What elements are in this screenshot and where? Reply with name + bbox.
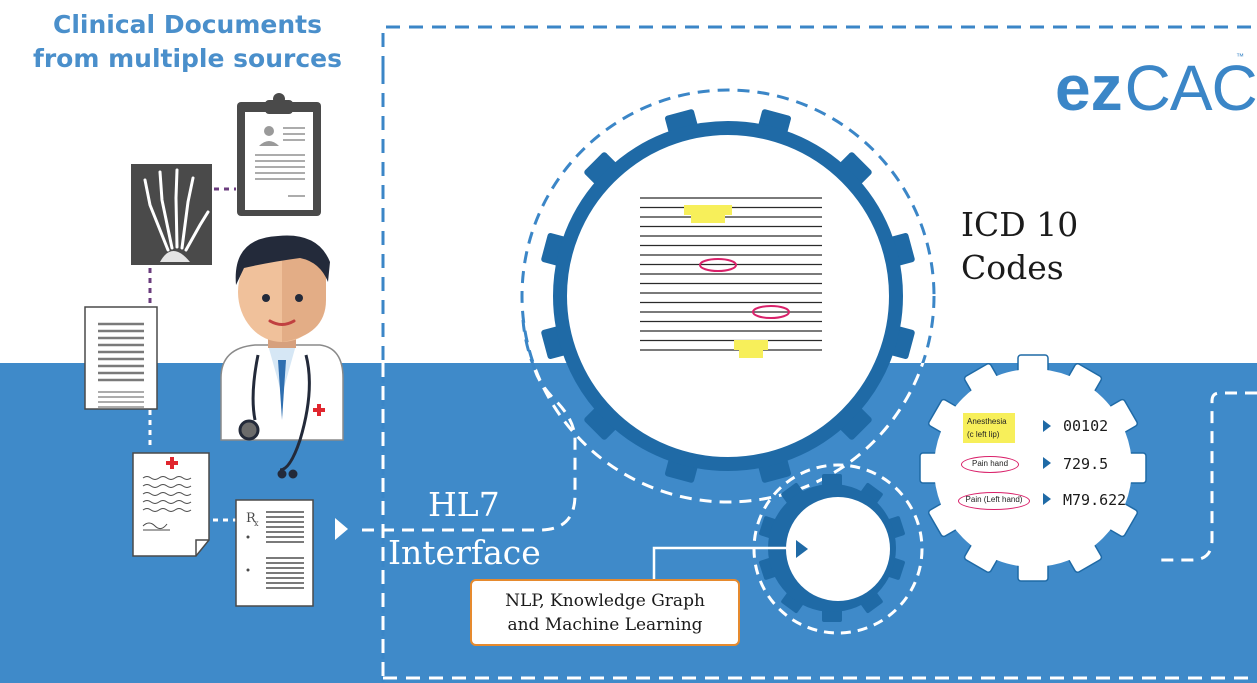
gear-tooth: [836, 404, 872, 440]
gear-tooth: [584, 152, 620, 188]
gear-tooth: [781, 483, 806, 507]
nlp-box: NLP, Knowledge Graph and Machine Learnin…: [470, 579, 740, 646]
code-value-m79-622: M79.622: [1063, 491, 1127, 509]
large-gear-icon: [520, 88, 936, 504]
document-highlights: [684, 205, 790, 358]
gear-tooth: [858, 483, 883, 507]
hl7-label: HL7: [428, 485, 500, 524]
highlight-tag-anesthesia: Anesthesia (c left lip): [963, 413, 1015, 443]
big-gear-loop-top: [521, 319, 537, 371]
clipboard-icon: [237, 93, 321, 216]
code-arrow-icon: [1043, 457, 1051, 469]
stethoscope-icon: [238, 354, 311, 479]
page-title: Clinical Documents from multiple sources: [32, 10, 343, 73]
xray-hand-icon: [131, 164, 212, 265]
system-boundary: [381, 25, 1257, 683]
gear-tooth: [584, 404, 620, 440]
doctor-icon: [220, 235, 344, 441]
trademark-mark: ™: [1236, 52, 1244, 61]
play-arrow-icon: [335, 518, 348, 540]
nlp-connector: [652, 546, 794, 579]
svg-text:x: x: [254, 519, 259, 528]
code-value-00102: 00102: [1063, 417, 1109, 435]
purple-connectors: [148, 187, 236, 305]
circled-tag-pain-hand: Pain hand: [961, 456, 1019, 473]
hl7-flow-line: [362, 369, 577, 532]
ezcac-logo: ezCAC: [1055, 52, 1257, 124]
code-value-729-5: 729.5: [1063, 455, 1109, 473]
play-arrow-icon: [796, 540, 808, 558]
text-document-icon: [84, 306, 158, 410]
small-gear-icon: [752, 463, 924, 635]
code-arrow-icon: [1043, 420, 1051, 432]
scanned-document: [640, 197, 822, 351]
gear-tooth: [858, 589, 883, 613]
svg-text:R: R: [246, 511, 257, 526]
prescription-document-icon: [132, 452, 210, 557]
code-arrow-icon: [1043, 493, 1051, 505]
circled-tag-pain-left-hand: Pain (Left hand): [958, 492, 1030, 510]
gear-tooth: [836, 152, 872, 188]
gear-tooth: [781, 589, 806, 613]
interface-label: Interface: [388, 533, 541, 572]
output-gear-icon: [919, 354, 1147, 582]
rx-document-icon: R x: [235, 499, 314, 607]
icd-codes-label: ICD 10 Codes: [961, 205, 1079, 287]
